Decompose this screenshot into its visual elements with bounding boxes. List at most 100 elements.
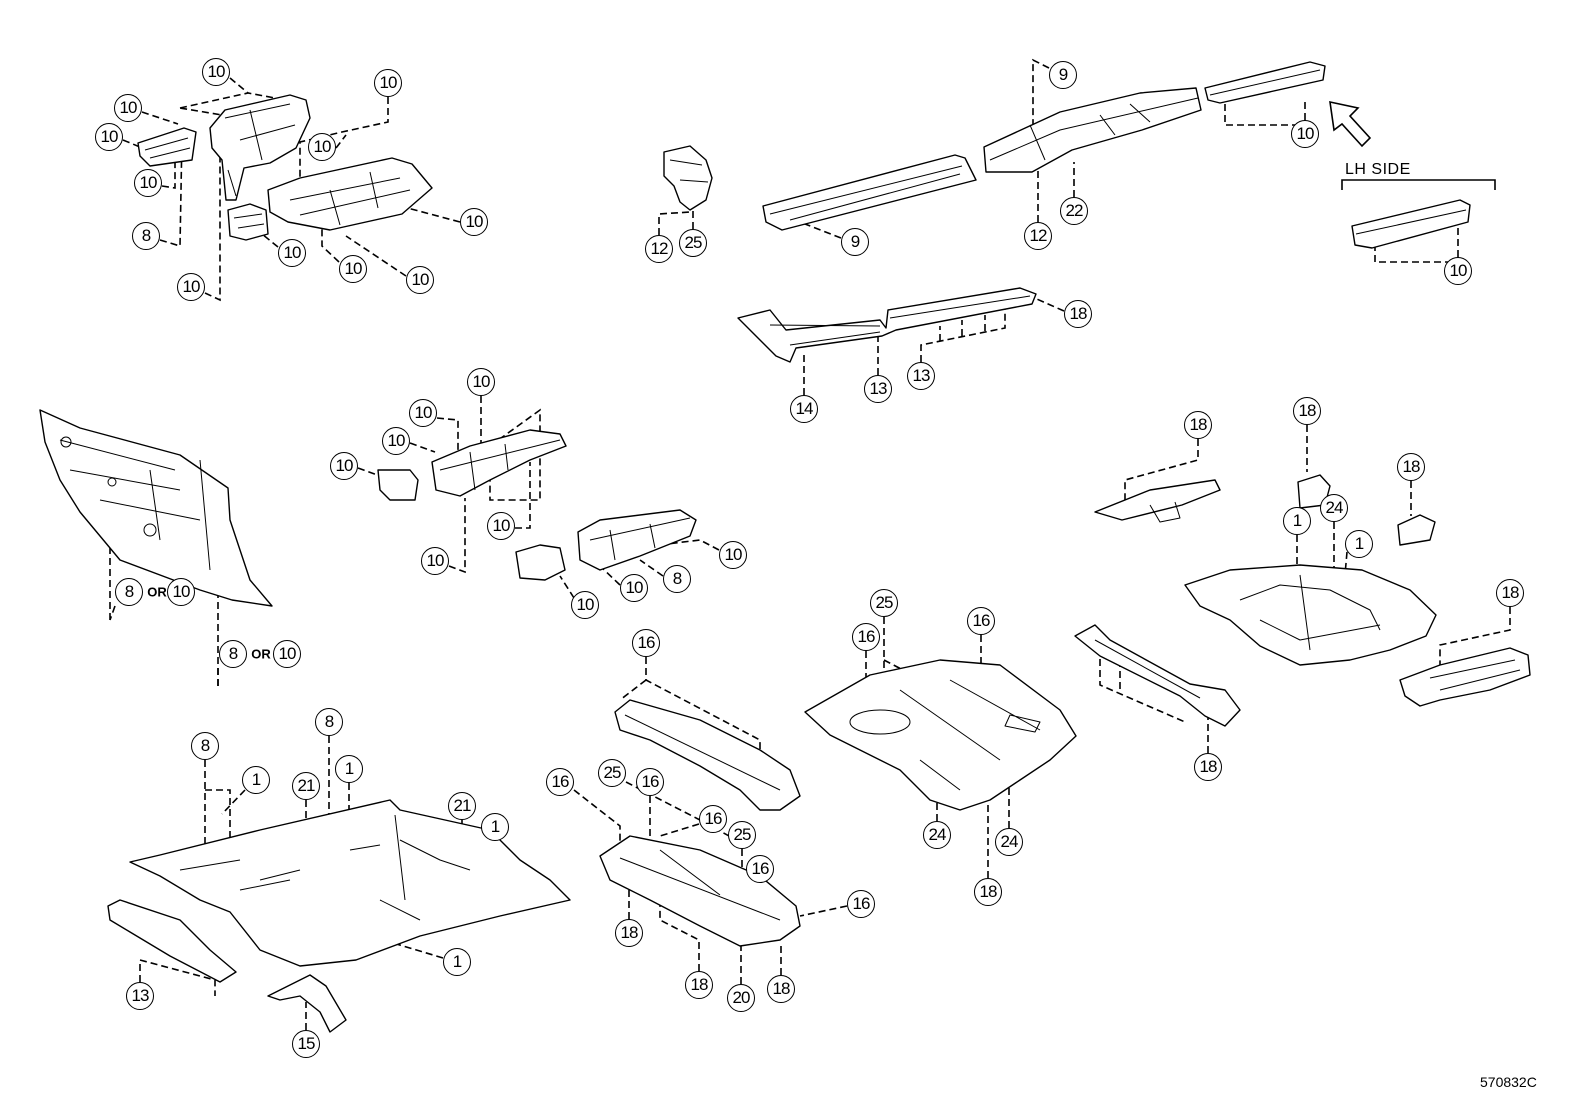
or-label: OR: [147, 584, 167, 600]
rear-floor-end-panel: [1399, 647, 1531, 707]
callout-number: 18: [1194, 753, 1222, 781]
leader-line: [299, 97, 389, 195]
callout-number: 10: [1444, 257, 1472, 285]
callout-number: 18: [685, 971, 713, 999]
callout-number: 10: [114, 94, 142, 122]
callout-number: 10: [487, 512, 515, 540]
callout-number: 1: [1283, 507, 1311, 535]
callout-number: 16: [746, 855, 774, 883]
callout-number: 1: [1345, 530, 1373, 558]
small-bracket-right: [515, 544, 566, 581]
rear-floor-side-member: [599, 835, 801, 947]
leader-line: [321, 226, 340, 263]
leader-line: [659, 823, 700, 837]
callout-number: 10: [273, 640, 301, 668]
rear-floor-pan: [1184, 564, 1437, 666]
callout-number: 18: [974, 878, 1002, 906]
callout-number: 8: [663, 565, 691, 593]
leader-line: [221, 789, 246, 815]
callout-number: 10: [467, 368, 495, 396]
dash-panel: [39, 409, 273, 607]
callout-number: 16: [636, 768, 664, 796]
callout-number: 10: [382, 427, 410, 455]
rocker-sill: [737, 287, 1037, 363]
leader-line: [159, 134, 183, 248]
callout-number: 10: [460, 208, 488, 236]
callout-number: 21: [292, 772, 320, 800]
callout-number: 16: [852, 623, 880, 651]
callout-number: 8: [132, 222, 160, 250]
front-direction-arrow: [1329, 100, 1372, 148]
leader-line: [335, 134, 347, 149]
rear-crossmember: [1094, 479, 1221, 523]
leader-line: [204, 140, 221, 302]
rear-frame-member: [983, 87, 1202, 173]
small-gusset-lower: [1397, 514, 1436, 546]
callout-number: 1: [481, 813, 509, 841]
callout-number: 1: [443, 948, 471, 976]
callout-number: 18: [1064, 300, 1092, 328]
leader-line: [1032, 58, 1050, 162]
callout-number: 16: [632, 629, 660, 657]
rear-floor-crossmember: [1074, 624, 1241, 727]
callout-number: 10: [571, 591, 599, 619]
callout-number: 1: [335, 755, 363, 783]
callout-number: 10: [167, 578, 195, 606]
leader-line: [229, 77, 249, 94]
callout-number: 10: [339, 255, 367, 283]
cowl-side-bracket: [137, 127, 197, 167]
callout-number: 13: [126, 982, 154, 1010]
figure-code: 570832C: [1480, 1074, 1537, 1090]
leader-line: [409, 442, 436, 453]
callout-number: 10: [421, 547, 449, 575]
callout-number: 22: [1060, 197, 1088, 225]
leader-line: [1224, 103, 1306, 126]
callout-number: 18: [1397, 453, 1425, 481]
callout-number: 10: [308, 133, 336, 161]
callout-number: 10: [177, 273, 205, 301]
callout-number: 24: [923, 821, 951, 849]
cowl-upper-panel: [209, 94, 311, 201]
leader-line: [515, 462, 531, 529]
front-floor-extension: [267, 157, 433, 231]
callout-number: 10: [409, 399, 437, 427]
leader-line: [141, 111, 179, 125]
callout-number: 16: [967, 607, 995, 635]
leader-line: [261, 233, 279, 248]
leader-line: [1099, 648, 1186, 723]
callout-number: 10: [95, 123, 123, 151]
side-member-rail: [762, 154, 977, 231]
front-floor-side-sill: [107, 899, 237, 983]
callout-number: 10: [719, 541, 747, 569]
callout-number: 12: [645, 235, 673, 263]
callout-number: 20: [727, 984, 755, 1012]
callout-number: 10: [374, 69, 402, 97]
callout-number: 10: [406, 266, 434, 294]
floor-tunnel-bracket: [267, 974, 347, 1033]
callout-number: 25: [870, 589, 898, 617]
callout-number: 18: [1293, 397, 1321, 425]
callout-number: 10: [1291, 120, 1319, 148]
leader-line: [920, 298, 1006, 362]
callout-number: 9: [841, 228, 869, 256]
callout-number: 18: [767, 975, 795, 1003]
callout-number: 16: [847, 890, 875, 918]
callout-number: 10: [134, 169, 162, 197]
lh-side-frame-extension: [1351, 199, 1471, 249]
callout-number: 8: [315, 708, 343, 736]
callout-number: 25: [598, 759, 626, 787]
callout-number: 25: [728, 821, 756, 849]
leader-line: [559, 575, 575, 599]
or-label: OR: [251, 646, 271, 662]
leader-line: [1124, 439, 1199, 508]
floor-crossmember: [614, 699, 801, 811]
callout-number: 24: [995, 828, 1023, 856]
leader-line: [369, 935, 444, 959]
leader-line: [1439, 607, 1511, 672]
leader-line: [1029, 295, 1065, 312]
callout-number: 10: [278, 239, 306, 267]
callout-number: 21: [448, 792, 476, 820]
callout-number: 15: [292, 1030, 320, 1058]
center-floor-panel: [804, 659, 1077, 811]
